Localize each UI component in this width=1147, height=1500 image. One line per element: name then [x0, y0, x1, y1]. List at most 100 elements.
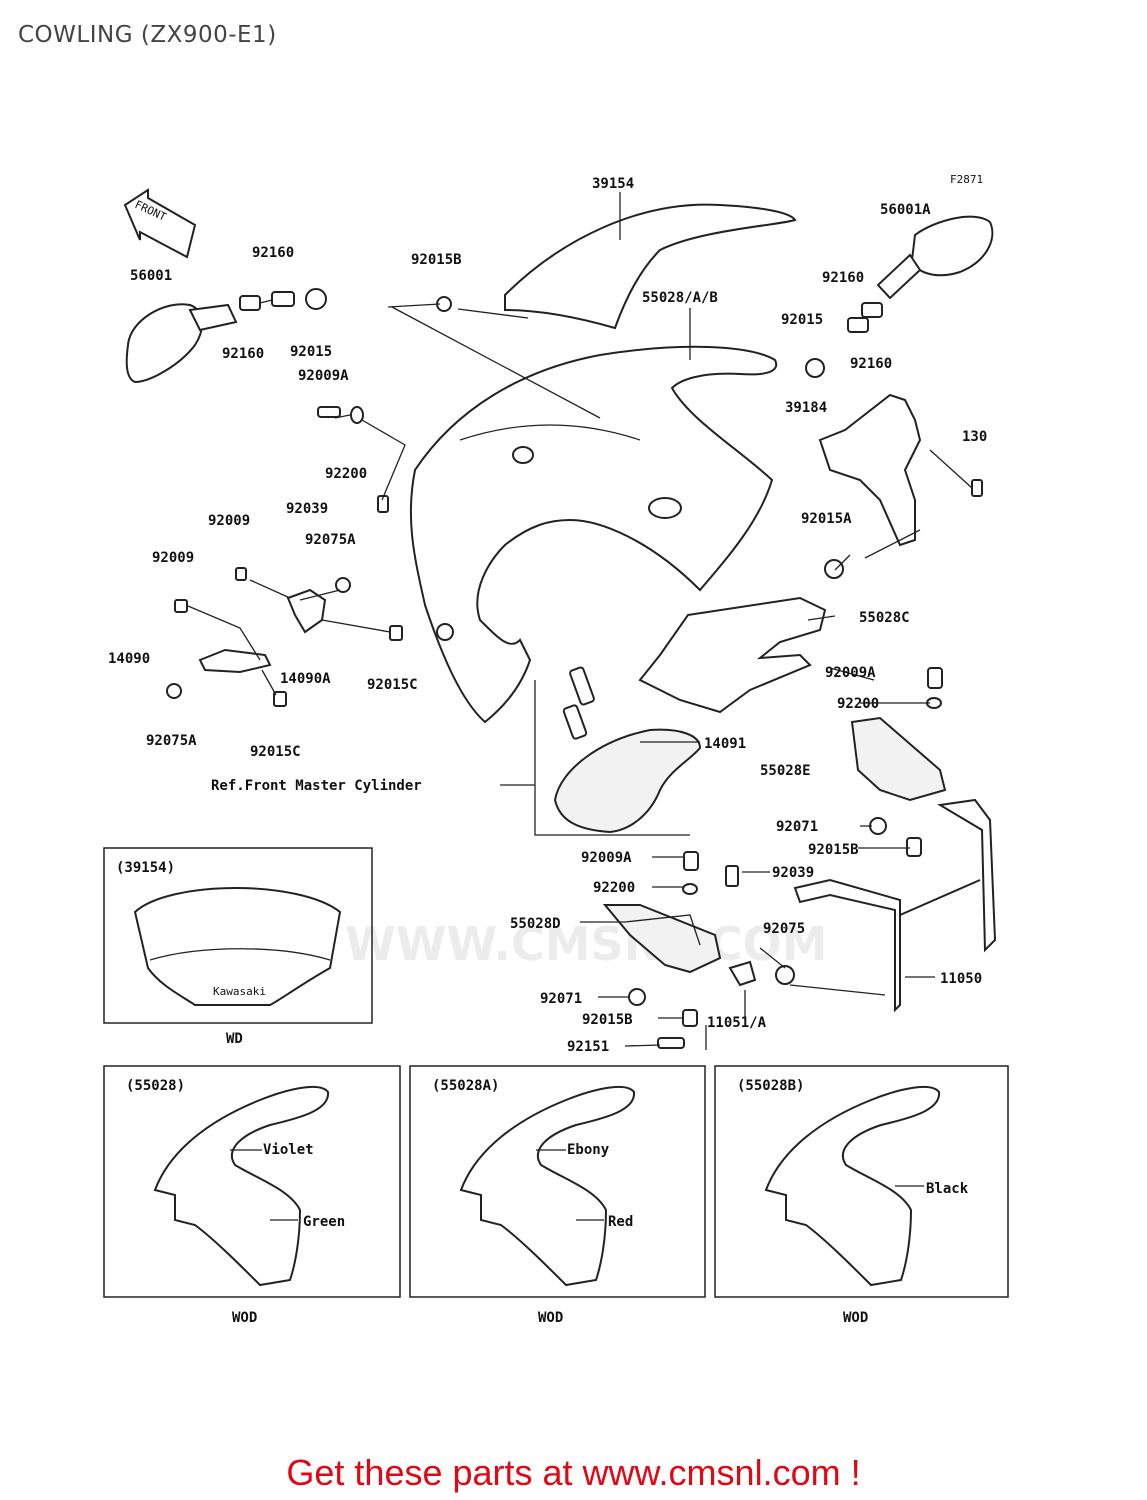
inset-title-55028: (55028)	[126, 1078, 185, 1094]
clip-92015C-b	[273, 691, 287, 707]
inner-panel-55028C-part	[638, 596, 827, 714]
label-92039-b: 92039	[772, 865, 814, 881]
cowling-hole	[512, 446, 534, 464]
label-92151: 92151	[567, 1039, 609, 1055]
label-92015C-a: 92015C	[367, 677, 418, 693]
nut-92075	[775, 965, 795, 985]
label-92160-c: 92160	[822, 270, 864, 286]
inset-caption-wd: WD	[226, 1031, 243, 1047]
figure-code: F2871	[950, 173, 983, 186]
label-92009-a: 92009	[208, 513, 250, 529]
label-92015A: 92015A	[801, 511, 852, 527]
inset-caption-wod-2: WOD	[538, 1310, 563, 1326]
nut-92015A	[824, 559, 844, 579]
nut-92075A-a	[335, 577, 351, 593]
label-92075A-a: 92075A	[305, 532, 356, 548]
label-92200-b: 92200	[837, 696, 879, 712]
inset-color-green: Green	[303, 1214, 345, 1230]
label-92039-a: 92039	[286, 501, 328, 517]
label-11051A: 11051/A	[707, 1015, 767, 1031]
label-39184: 39184	[785, 400, 827, 416]
label-92015B-b: 92015B	[808, 842, 859, 858]
mirror-right-part	[876, 215, 994, 300]
color-inset-55028A: (55028A) Ebony Red WOD	[409, 1065, 706, 1326]
inset-title-39154: (39154)	[116, 860, 175, 876]
label-92015C-b: 92015C	[250, 744, 301, 760]
page-title: COWLING (ZX900-E1)	[18, 22, 277, 48]
label-92071-a: 92071	[776, 819, 818, 835]
label-55028AB: 55028/A/B	[642, 290, 718, 306]
color-inset-55028: (55028) Violet Green WOD	[103, 1065, 401, 1326]
bolt-fender-b	[562, 704, 588, 740]
label-14090A: 14090A	[280, 671, 331, 687]
nut-92015-left	[305, 288, 327, 310]
label-55028D: 55028D	[510, 916, 561, 932]
label-55028E: 55028E	[760, 763, 811, 779]
front-fender-14091-part	[553, 728, 702, 834]
screw-92009-b	[174, 599, 188, 613]
label-92015B-c: 92015B	[582, 1012, 633, 1028]
stay-11050-part	[793, 878, 901, 1013]
nut-92015-right	[805, 358, 825, 378]
screw-92009A-mid	[927, 667, 943, 689]
label-92075: 92075	[763, 921, 805, 937]
inset-caption-wod-3: WOD	[843, 1310, 868, 1326]
inset-color-ebony: Ebony	[567, 1142, 610, 1158]
bracket-11051A-part	[728, 960, 757, 987]
nut-92075A-b	[166, 683, 182, 699]
bracket-14090-part	[198, 648, 272, 674]
label-ref-front-master: Ref.Front Master Cylinder	[211, 778, 422, 794]
inset-color-black: Black	[926, 1181, 969, 1197]
bolt-130	[971, 479, 983, 497]
stay-11050-arm	[899, 798, 997, 953]
label-11050: 11050	[940, 971, 982, 987]
bolt-fender-a	[569, 666, 595, 706]
windshield-brand: Kawasaki	[213, 985, 266, 998]
bracket-92160-right	[847, 317, 869, 333]
cowling-vent	[648, 497, 682, 519]
label-39154: 39154	[592, 176, 634, 192]
screw-92009A-low	[683, 851, 699, 871]
label-92160-a: 92160	[252, 245, 294, 261]
cowling-hole-lower	[436, 623, 454, 641]
bolt-92039-low	[725, 865, 739, 887]
label-55028C: 55028C	[859, 610, 910, 626]
label-92015-b: 92015	[781, 312, 823, 328]
label-92009A-a: 92009A	[298, 368, 349, 384]
label-92200-a: 92200	[325, 466, 367, 482]
label-56001A: 56001A	[880, 202, 931, 218]
label-92160-b: 92160	[222, 346, 264, 362]
label-92160-d: 92160	[850, 356, 892, 372]
inset-title-55028A: (55028A)	[432, 1078, 499, 1094]
washer-92200-top	[350, 406, 364, 424]
label-92009A-c: 92009A	[581, 850, 632, 866]
collar-92015B-c	[682, 1009, 698, 1027]
label-14090: 14090	[108, 651, 150, 667]
label-92009-b: 92009	[152, 550, 194, 566]
watermark: WWW.CMSNL.COM	[345, 917, 828, 971]
windshield-inset: (39154) Kawasaki WD	[103, 847, 373, 1047]
side-cover-55028D-part	[602, 904, 722, 974]
color-inset-55028B: (55028B) Black WOD	[714, 1065, 1009, 1326]
bracket-14090A-part	[286, 588, 327, 634]
front-arrow-icon: FRONT	[123, 188, 197, 259]
side-cover-55028E-part	[850, 716, 947, 802]
inset-color-red: Red	[608, 1214, 633, 1230]
grommet-92071-a	[869, 817, 887, 835]
grommet-92071-b	[628, 988, 646, 1006]
inset-color-violet: Violet	[263, 1142, 314, 1158]
inset-title-55028B: (55028B)	[737, 1078, 804, 1094]
label-14091: 14091	[704, 736, 746, 752]
label-56001: 56001	[130, 268, 172, 284]
stay-39184-part	[818, 393, 922, 547]
label-130: 130	[962, 429, 987, 445]
bracket-92160-right2	[861, 302, 883, 318]
inset-caption-wod-1: WOD	[232, 1310, 257, 1326]
mirror-left-part	[125, 303, 238, 384]
upper-cowling-part	[409, 345, 778, 724]
label-92071-b: 92071	[540, 991, 582, 1007]
bracket-92160-left	[239, 295, 261, 311]
screw-92009A-top	[317, 406, 341, 418]
bolt-92151	[657, 1037, 685, 1049]
